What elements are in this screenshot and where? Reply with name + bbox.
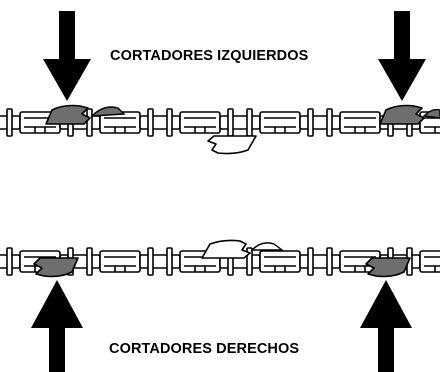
up-arrow-icon	[31, 280, 83, 372]
cutter-tooth	[201, 239, 251, 259]
right-cutters-label: CORTADORES DERECHOS	[109, 341, 300, 357]
cutter-tooth	[207, 135, 257, 155]
down-arrow-icon	[378, 11, 426, 101]
cutter-tooth	[422, 108, 440, 119]
cutter-tooth	[45, 104, 91, 125]
down-arrow-icon	[43, 11, 91, 101]
cutter-tooth	[250, 242, 285, 251]
up-arrow-icon	[360, 280, 412, 372]
cutter-tooth	[90, 106, 126, 117]
cutter-tooth	[365, 257, 411, 278]
left-cutters-label: CORTADORES IZQUIERDOS	[110, 48, 309, 64]
cutter-tooth	[379, 104, 425, 125]
